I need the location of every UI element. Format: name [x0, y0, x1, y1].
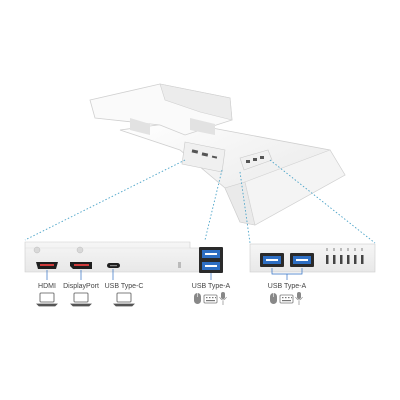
laptop-icon [113, 292, 135, 307]
keyboard-icon [203, 294, 218, 304]
screw-icon [76, 246, 84, 254]
laptop-icon [70, 292, 92, 307]
screw-icon [33, 246, 41, 254]
usb-a-port-pair-right[interactable] [260, 253, 314, 267]
microphone-icon [219, 292, 227, 305]
left-port-panel [24, 241, 223, 273]
mouse-icon [194, 293, 201, 304]
hdmi-port[interactable] [36, 262, 58, 269]
keyboard-icon [279, 294, 294, 304]
laptop-icon [36, 292, 58, 307]
port-label-usb-a-right: USB Type-A [268, 283, 307, 290]
port-label-displayport: DisplayPort [63, 283, 99, 290]
port-label-usb-a-left: USB Type-A [192, 283, 231, 290]
usb-a-port-stack-left[interactable] [199, 247, 223, 273]
displayport-port[interactable] [70, 262, 92, 269]
label-leaders [46, 268, 303, 280]
microphone-icon [295, 292, 303, 305]
right-port-panel [249, 243, 376, 273]
control-buttons[interactable] [326, 255, 364, 264]
monitor-rear-view [89, 83, 346, 226]
callout-lines [24, 159, 376, 244]
usb-c-port[interactable] [107, 263, 120, 268]
mouse-icon [270, 293, 277, 304]
port-label-usb-c: USB Type-C [105, 283, 144, 290]
port-label-hdmi: HDMI [38, 283, 56, 290]
